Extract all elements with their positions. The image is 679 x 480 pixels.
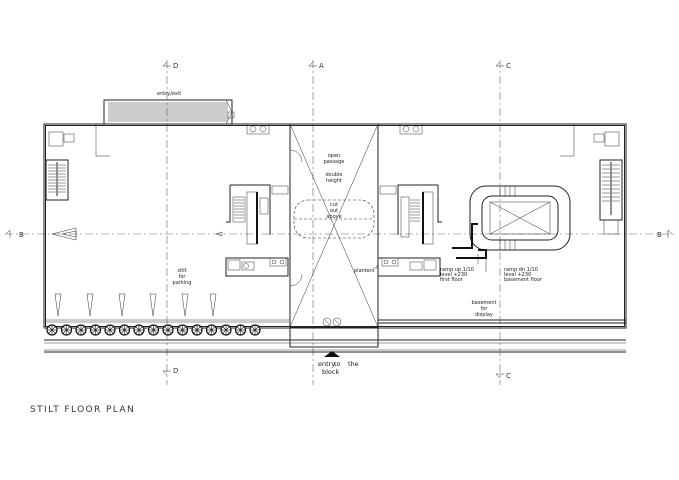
room-labels: open passage double height cut out above… [173,153,543,376]
svg-text:first floor: first floor [440,277,464,283]
double-height-label: double [325,172,342,178]
svg-text:out: out [330,208,338,214]
svg-text:display: display [475,312,493,318]
svg-text:B: B [19,231,24,239]
right-toilet-block [373,257,441,277]
svg-text:for: for [481,306,489,312]
central-open-passage [289,123,379,357]
left-core [226,123,289,245]
grid-marker-c-top: C [495,61,511,70]
grid-marker-c-bottom: C [495,372,511,380]
svg-text:above: above [326,214,341,220]
cut-out-label: cut [330,202,338,208]
grid-marker-b-left: B [5,229,24,239]
svg-text:for: for [179,274,187,280]
right-stair [593,131,623,235]
left-direction-arrows [51,227,77,241]
svg-text:A: A [319,62,324,70]
ramp-down-label: ramp dn 1/10 [504,267,538,273]
ramp-up-label: ramp up 1/10 [440,267,474,273]
svg-text:level +230: level +230 [440,272,467,278]
svg-text:passage: passage [324,159,345,165]
svg-text:C: C [506,62,511,70]
grid-marker-d-bottom: D [162,367,178,376]
svg-text:to: to [334,360,341,368]
svg-text:D: D [173,367,178,375]
grid-lines [5,60,675,385]
planters-label: planters [354,268,375,274]
right-core [379,123,442,245]
entry-exit-label: entry/exit [157,91,181,97]
grid-marker-a-top: A [308,61,324,70]
tree-planter-row [46,324,261,336]
svg-text:basement floor: basement floor [504,277,543,283]
svg-text:the: the [348,360,359,368]
svg-text:B: B [657,231,662,239]
grid-marker-b-right: B [657,229,673,239]
ramp-spiral [452,185,571,272]
stilt-parking-label: stilt [177,268,186,274]
open-passage-label: open [328,153,340,159]
grid-marker-d-top: D [162,61,178,70]
drawing-title: STILT FLOOR PLAN [30,405,135,415]
entry-label: entry [318,360,335,368]
svg-text:D: D [173,62,178,70]
entry-exit-ramp: entry/exit [103,91,235,125]
svg-text:C: C [506,372,511,380]
right-wing-walls [46,319,626,324]
left-stair [45,131,75,201]
svg-text:level +230: level +230 [504,272,531,278]
frontage-road [44,339,626,353]
left-toilet-block [215,231,289,277]
svg-text:height: height [326,178,342,184]
svg-text:parking: parking [173,280,192,286]
basement-display-label: basement [472,300,497,306]
parking-bay-markers [54,293,217,317]
svg-text:block: block [322,368,339,376]
